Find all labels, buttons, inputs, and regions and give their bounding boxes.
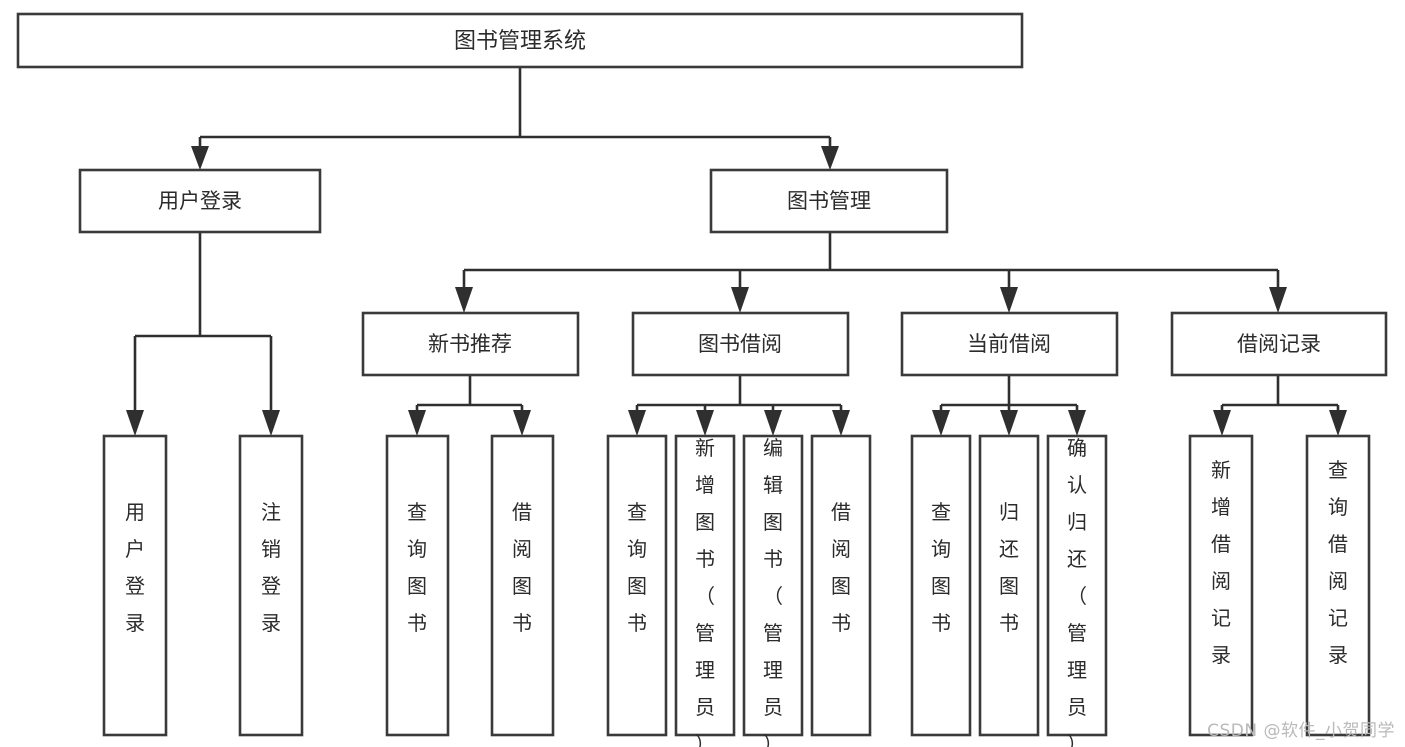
connectors-book-borrow-to-leaves <box>628 375 850 436</box>
leaf-return-book-box[interactable] <box>978 434 1040 737</box>
arrow-bb-leaf3 <box>764 410 782 436</box>
connectors-borrow-record-to-leaves <box>1213 375 1347 436</box>
leaf-borrow-book-2-box[interactable] <box>810 434 872 737</box>
leaf-edit-book-label: 编辑图书（管理员） <box>763 436 783 747</box>
node-root-label: 图书管理系统 <box>454 29 586 54</box>
connectors-current-borrow-to-leaves <box>932 375 1086 436</box>
arrow-bb-leaf4 <box>832 410 850 436</box>
leaf-query-record-box[interactable] <box>1305 434 1371 737</box>
leaf-add-book-box[interactable] <box>674 434 736 737</box>
leaf-edit-book-box[interactable] <box>742 434 804 737</box>
leaf-group-book-borrow: 查询图书 新增图书（管理员） 编辑图书（管理员） 借阅图书 <box>606 434 872 747</box>
node-user-login[interactable]: 用户登录 <box>78 168 322 234</box>
arrow-cb-leaf2 <box>1000 410 1018 436</box>
node-borrow-record-label: 借阅记录 <box>1237 332 1321 356</box>
leaf-query-record-label: 查询借阅记录 <box>1328 458 1348 667</box>
node-user-login-box[interactable] <box>78 168 322 234</box>
arrow-user-login-leaf2 <box>262 410 280 436</box>
node-book-borrow-label: 图书借阅 <box>698 332 782 356</box>
leaf-query-book-3-label: 查询图书 <box>931 500 951 635</box>
leaf-query-book-1-label: 查询图书 <box>407 500 427 635</box>
arrow-br-leaf2 <box>1329 410 1347 436</box>
node-new-book-recommend[interactable]: 新书推荐 <box>361 311 580 377</box>
leaf-query-book-2-label: 查询图书 <box>627 500 647 635</box>
arrow-nbr-leaf1 <box>408 410 426 436</box>
leaf-query-book-1-box[interactable] <box>385 434 450 737</box>
connectors-root-to-level2 <box>191 67 839 170</box>
arrow-user-login-leaf1 <box>126 410 144 436</box>
arrow-bm-borrow-record <box>1269 287 1287 313</box>
arrow-bb-leaf2 <box>696 410 714 436</box>
leaf-confirm-return-box[interactable] <box>1046 434 1108 737</box>
node-current-borrow-label: 当前借阅 <box>967 332 1051 356</box>
leaf-add-book-label: 新增图书（管理员） <box>695 436 715 747</box>
node-book-borrow-box[interactable] <box>631 311 850 377</box>
arrow-bm-book-borrow <box>731 287 749 313</box>
watermark-text: CSDN @软件_小贺同学 <box>1207 721 1395 741</box>
leaf-return-book-label: 归还图书 <box>999 500 1019 635</box>
leaf-query-book-3-box[interactable] <box>910 434 972 737</box>
node-root[interactable]: 图书管理系统 <box>16 12 1024 69</box>
node-book-borrow[interactable]: 图书借阅 <box>631 311 850 377</box>
arrow-root-to-user-login <box>191 146 209 170</box>
node-current-borrow-box[interactable] <box>900 311 1119 377</box>
arrow-bb-leaf1 <box>628 410 646 436</box>
leaf-group-current-borrow: 查询图书 归还图书 确认归还（管理员） <box>910 434 1108 747</box>
leaf-group-new-book-recommend: 查询图书 借阅图书 <box>385 434 555 737</box>
node-root-box[interactable] <box>16 12 1024 69</box>
node-current-borrow[interactable]: 当前借阅 <box>900 311 1119 377</box>
leaf-add-record-box[interactable] <box>1188 434 1254 737</box>
leaf-user-login-box[interactable] <box>102 434 168 737</box>
arrow-cb-leaf3 <box>1068 410 1086 436</box>
connectors-book-manage-to-level3 <box>455 232 1287 313</box>
arrow-root-to-book-manage <box>821 146 839 170</box>
leaf-group-borrow-record: 新增借阅记录 查询借阅记录 <box>1188 434 1371 737</box>
arrow-bm-new-book-recommend <box>455 287 473 313</box>
node-borrow-record[interactable]: 借阅记录 <box>1170 311 1388 377</box>
leaf-borrow-book-1-box[interactable] <box>490 434 555 737</box>
node-borrow-record-box[interactable] <box>1170 311 1388 377</box>
leaf-query-book-2-box[interactable] <box>606 434 668 737</box>
node-book-manage-box[interactable] <box>709 168 949 234</box>
node-book-manage[interactable]: 图书管理 <box>709 168 949 234</box>
node-book-manage-label: 图书管理 <box>787 189 871 213</box>
arrow-bm-current-borrow <box>1000 287 1018 313</box>
node-new-book-recommend-label: 新书推荐 <box>428 332 512 356</box>
connectors-new-book-recommend-to-leaves <box>408 375 531 436</box>
leaf-user-logout-label: 注销登录 <box>261 500 281 635</box>
leaf-borrow-book-1-label: 借阅图书 <box>512 500 532 635</box>
leaf-borrow-book-2-label: 借阅图书 <box>831 500 851 635</box>
node-user-login-label: 用户登录 <box>158 189 242 213</box>
arrow-cb-leaf1 <box>932 410 950 436</box>
leaf-add-record-label: 新增借阅记录 <box>1211 458 1231 667</box>
leaf-user-logout-box[interactable] <box>238 434 304 737</box>
arrow-br-leaf1 <box>1213 410 1231 436</box>
connectors-user-login-to-leaves <box>126 232 280 436</box>
leaf-user-login-label: 用户登录 <box>125 500 145 635</box>
leaf-confirm-return-label: 确认归还（管理员） <box>1067 436 1087 747</box>
node-new-book-recommend-box[interactable] <box>361 311 580 377</box>
arrow-nbr-leaf2 <box>513 410 531 436</box>
leaf-group-user-login: 用户登录 注销登录 <box>102 434 304 737</box>
